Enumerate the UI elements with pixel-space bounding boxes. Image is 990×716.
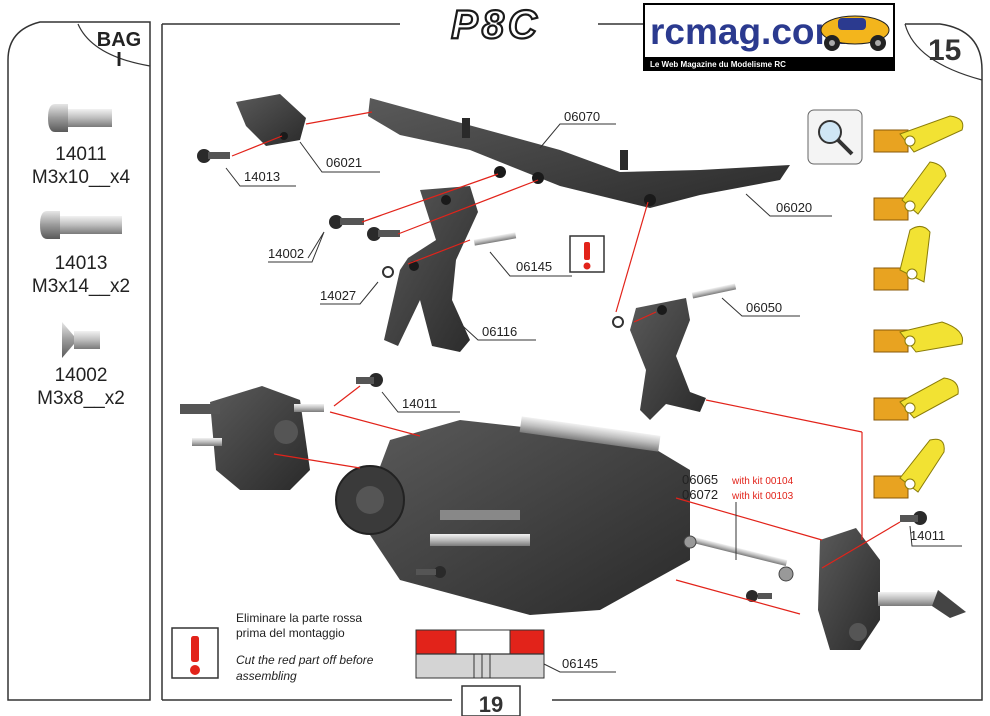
note-english-2: assembling [236,669,297,683]
callout-06020: 06020 [776,200,812,215]
cut-instruction-note: Eliminare la parte rossa prima del monta… [236,611,374,683]
callout-06116: 06116 [482,324,517,339]
callout-06065: 06065 [682,472,718,487]
screw-small-bottom-icon [746,590,772,602]
callout-lines [225,123,962,673]
note-english-1: Cut the red part off before [236,653,374,667]
callout-14011-right: 14011 [910,528,945,543]
callout-06145-top: 06145 [516,259,552,274]
bag-label-tab [77,23,151,67]
magnifier-icon [807,109,863,165]
callout-06070: 06070 [564,109,600,124]
pin-06050-icon [691,283,737,299]
clip-right-icon [612,316,624,328]
position-guide-1-icon [873,115,964,153]
position-guide-5-icon [873,377,959,421]
note-italian-1: Eliminare la parte rossa [236,611,362,625]
bag-label-line2: I [116,49,122,71]
rcmag-tagline: Le Web Magazine du Modelisme RC [650,60,786,69]
cut-part-06145-diagram [415,629,545,679]
turnbuckle-06065-icon [683,535,794,582]
screw-small-gearbox-icon [416,566,446,578]
callout-06065-kit: with kit 00104 [731,476,794,487]
part-06116-arm [384,186,478,352]
position-guide-4-icon [873,321,964,353]
step-number: 15 [928,34,961,67]
screw-14011-left-icon [356,373,383,387]
bag-part-code: 14002 [54,365,108,386]
part-06050-arm [630,298,706,420]
callout-06050: 06050 [746,300,782,315]
callout-labels: 06070 14013 06021 06020 14002 06145 1402… [244,109,945,671]
bag-panel-frame [7,21,151,701]
bag-part-code: 14011 [55,144,107,165]
bag-label-line1: BAG [96,29,142,51]
part-06070-brace [368,98,790,208]
page-number-box: 19 [461,685,521,716]
callout-14002: 14002 [268,246,304,261]
position-guide-3-icon [873,226,931,291]
position-guide-2-icon [873,161,947,221]
rcmag-brand-text: rcmag.com [650,11,847,52]
rc-car-logo-icon [820,15,890,51]
callout-06021: 06021 [326,155,362,170]
main-frame [161,23,983,701]
screw-14002-b-icon [367,227,400,241]
note-italian-2: prima del montaggio [236,626,345,640]
screw-14002-icon [62,322,100,358]
page-number: 19 [479,692,503,716]
bag-part-code: 14013 [54,253,108,274]
bag-part-spec: M3x10__x4 [31,167,131,188]
bag-part-spec: M3x14__x2 [31,276,131,297]
bag-part-14013: 14013 M3x14__x2 [14,252,148,298]
screw-14013-icon [40,211,122,239]
screw-14011-icon [48,104,112,132]
bag-label: BAG I [86,30,152,70]
clip-14027-icon [382,266,394,278]
callout-06072-kit: with kit 00103 [731,491,794,502]
bag-part-14002: 14002 M3x8__x2 [14,364,148,410]
step-tab-curve [904,23,983,81]
screw-14013-top-icon [197,149,230,163]
position-guide-6-icon [873,438,945,499]
callout-06072: 06072 [682,487,718,502]
callout-06145-bottom: 06145 [562,656,598,671]
warning-icon-top [569,235,605,273]
callout-14011-left: 14011 [402,396,437,411]
logo-text: P8C [451,3,541,47]
pin-06145-top-icon [473,232,517,246]
screw-14011-right-icon [900,511,927,525]
callout-14013: 14013 [244,169,280,184]
p8c-logo: P8C [408,2,584,48]
position-guide-icons [873,115,964,499]
screw-14002-a-icon [329,215,364,229]
gearbox-assembly [335,416,690,615]
assembly-leader-lines [231,111,901,615]
part-06021-mount [236,94,306,146]
callout-14027: 14027 [320,288,356,303]
bag-part-14011: 14011 M3x10__x4 [14,143,148,189]
rcmag-banner: rcmag.com Le Web Magazine du Modelisme R… [643,3,895,71]
warning-icon-bottom [171,627,219,679]
right-carrier-part [818,528,966,650]
left-carrier-part [180,386,324,490]
bag-part-spec: M3x8__x2 [37,388,125,409]
